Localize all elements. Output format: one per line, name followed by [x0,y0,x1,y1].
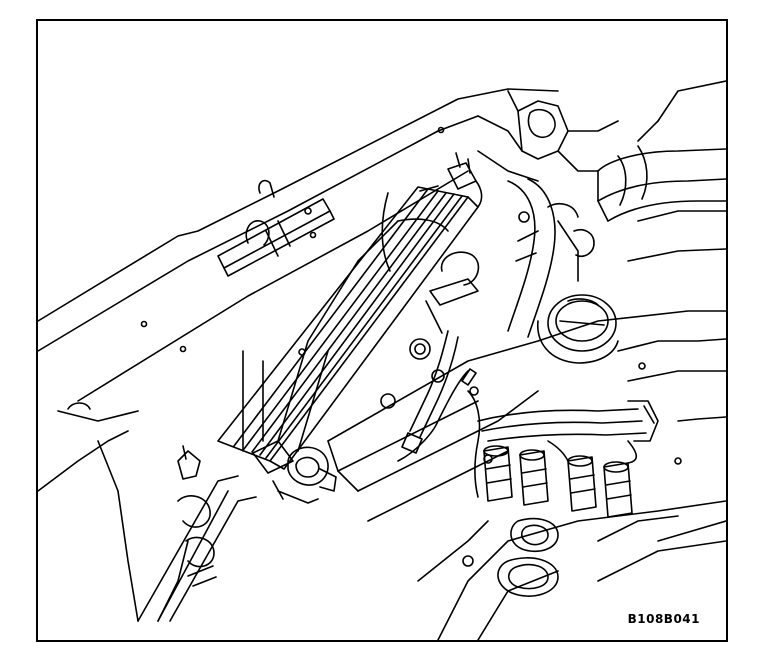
hose-clamp [273,447,336,503]
figure-frame: B108B041 [36,19,728,642]
engine-bay-illustration [38,21,726,640]
lower-hoses [138,476,256,621]
upper-bracket [478,91,618,181]
radiator-bottom-mount [178,441,293,479]
spark-plug-wires [478,401,658,441]
fender-panel [38,89,558,621]
coolant-reservoir [410,252,478,359]
figure-id-label: B108B041 [627,612,700,626]
ground-cable [398,369,480,497]
bypass-hose [402,331,458,453]
cylinder-head [418,501,726,640]
radiator-core [218,187,478,469]
engine-cover-plate [328,311,726,521]
fan-shroud [278,219,448,451]
hood-latch [218,181,334,276]
spark-plug-boots [484,441,636,517]
radiator-top-mount [420,153,482,207]
oil-filler-cap [538,295,618,363]
air-intake-hose [598,81,726,221]
coolant-hose [508,179,594,337]
engine-block-right [618,211,726,464]
